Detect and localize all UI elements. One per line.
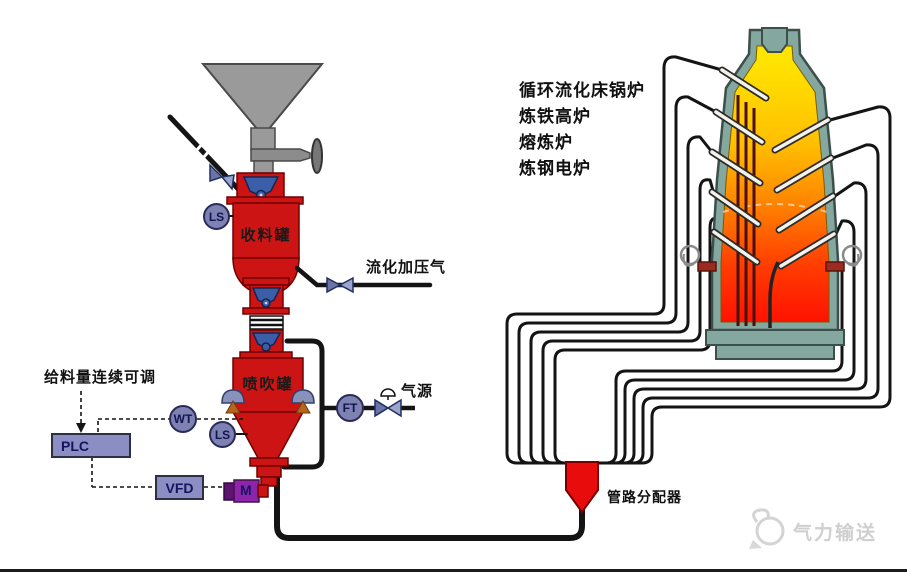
control-valve-icon — [374, 388, 402, 418]
vfd-box: VFD — [155, 475, 204, 500]
furnace-base-plate-upper — [705, 329, 845, 346]
nozzle-cone-right — [295, 400, 311, 414]
furnace-target-list: 循环流化床锅炉 炼铁高炉 熔炼炉 炼钢电炉 — [519, 78, 645, 182]
feeder-motor — [223, 479, 269, 503]
pipe-break-symbol — [187, 142, 212, 167]
pipe-right-5 — [586, 270, 844, 465]
hand-valve-bracket — [250, 148, 311, 162]
plc-label: PLC — [61, 437, 89, 454]
ls-top-label: LS — [208, 209, 225, 224]
gas-source-label: 气源 — [401, 383, 434, 400]
vfd-label: VFD — [165, 479, 194, 496]
pipe-right-2 — [592, 143, 880, 465]
arrowhead-icon — [76, 423, 86, 433]
fluidizing-nozzle-left — [221, 389, 245, 404]
flow-sensor: FT — [336, 394, 364, 422]
ft-label: FT — [342, 401, 358, 415]
weight-sensor: WT — [169, 405, 197, 433]
pipe-left-5 — [553, 216, 720, 465]
main-conveying-pipe — [274, 475, 585, 541]
furnace-top-port — [761, 27, 788, 53]
instrument-lines — [76, 215, 248, 488]
feed-hopper — [200, 63, 325, 174]
pipe-left-3 — [529, 135, 714, 465]
receiving-tank-label: 收料罐 — [240, 227, 292, 244]
pipe-left-4 — [541, 178, 716, 465]
feed-note-label: 给料量连续可调 — [44, 369, 157, 386]
fluidizing-nozzle-right — [291, 389, 315, 404]
furnace — [679, 27, 863, 360]
tuyere-right — [825, 244, 863, 272]
pipeline-distributor — [565, 461, 599, 514]
pipe-right-1 — [594, 105, 892, 465]
conveying-pipe-bundle — [505, 55, 892, 465]
level-sensor-top: LS — [203, 203, 230, 230]
furnace-target-3: 熔炼炉 — [519, 133, 573, 152]
inlet-dome-valve — [236, 172, 285, 201]
gas-source-line — [322, 388, 415, 418]
injection-tank — [221, 351, 315, 487]
bottom-border — [0, 569, 907, 572]
expansion-joint — [249, 315, 284, 330]
pipe-right-4 — [588, 219, 856, 465]
furnace-base-plate-lower — [715, 344, 835, 360]
hand-wheel-icon — [311, 138, 323, 174]
pipe-left-1 — [505, 55, 724, 465]
ls-bottom-label: LS — [214, 427, 231, 442]
motor-label: M — [240, 482, 252, 498]
tuyere-left — [679, 244, 717, 272]
distributor-label: 管路分配器 — [607, 489, 682, 505]
nozzle-cone-left — [225, 400, 241, 414]
check-valve-icon — [209, 163, 235, 191]
injection-tank-label: 喷吹罐 — [242, 376, 294, 393]
furnace-target-2: 炼铁高炉 — [519, 107, 591, 126]
wt-label: WT — [173, 412, 193, 426]
pipe-left-2 — [517, 95, 718, 465]
fluidizing-gas-line — [294, 265, 433, 294]
material-inlet-pipe — [167, 114, 243, 194]
furnace-target-1: 循环流化床锅炉 — [519, 81, 645, 100]
furnace-bent-internal-pipe — [768, 261, 780, 328]
bypass-gas-pipe — [281, 338, 325, 470]
plc-box: PLC — [51, 433, 131, 458]
level-sensor-bottom: LS — [209, 421, 236, 448]
fluidizing-gas-label: 流化加压气 — [366, 259, 447, 276]
furnace-target-4: 炼钢电炉 — [519, 159, 591, 178]
watermark-logo-icon — [749, 508, 785, 549]
inter-tank-valve-stack — [242, 277, 290, 353]
furnace-lances — [708, 66, 838, 270]
watermark-text: 气力输送 — [793, 523, 878, 544]
pipe-right-3 — [590, 181, 868, 465]
fluidizing-gas-valve-icon — [326, 276, 354, 294]
